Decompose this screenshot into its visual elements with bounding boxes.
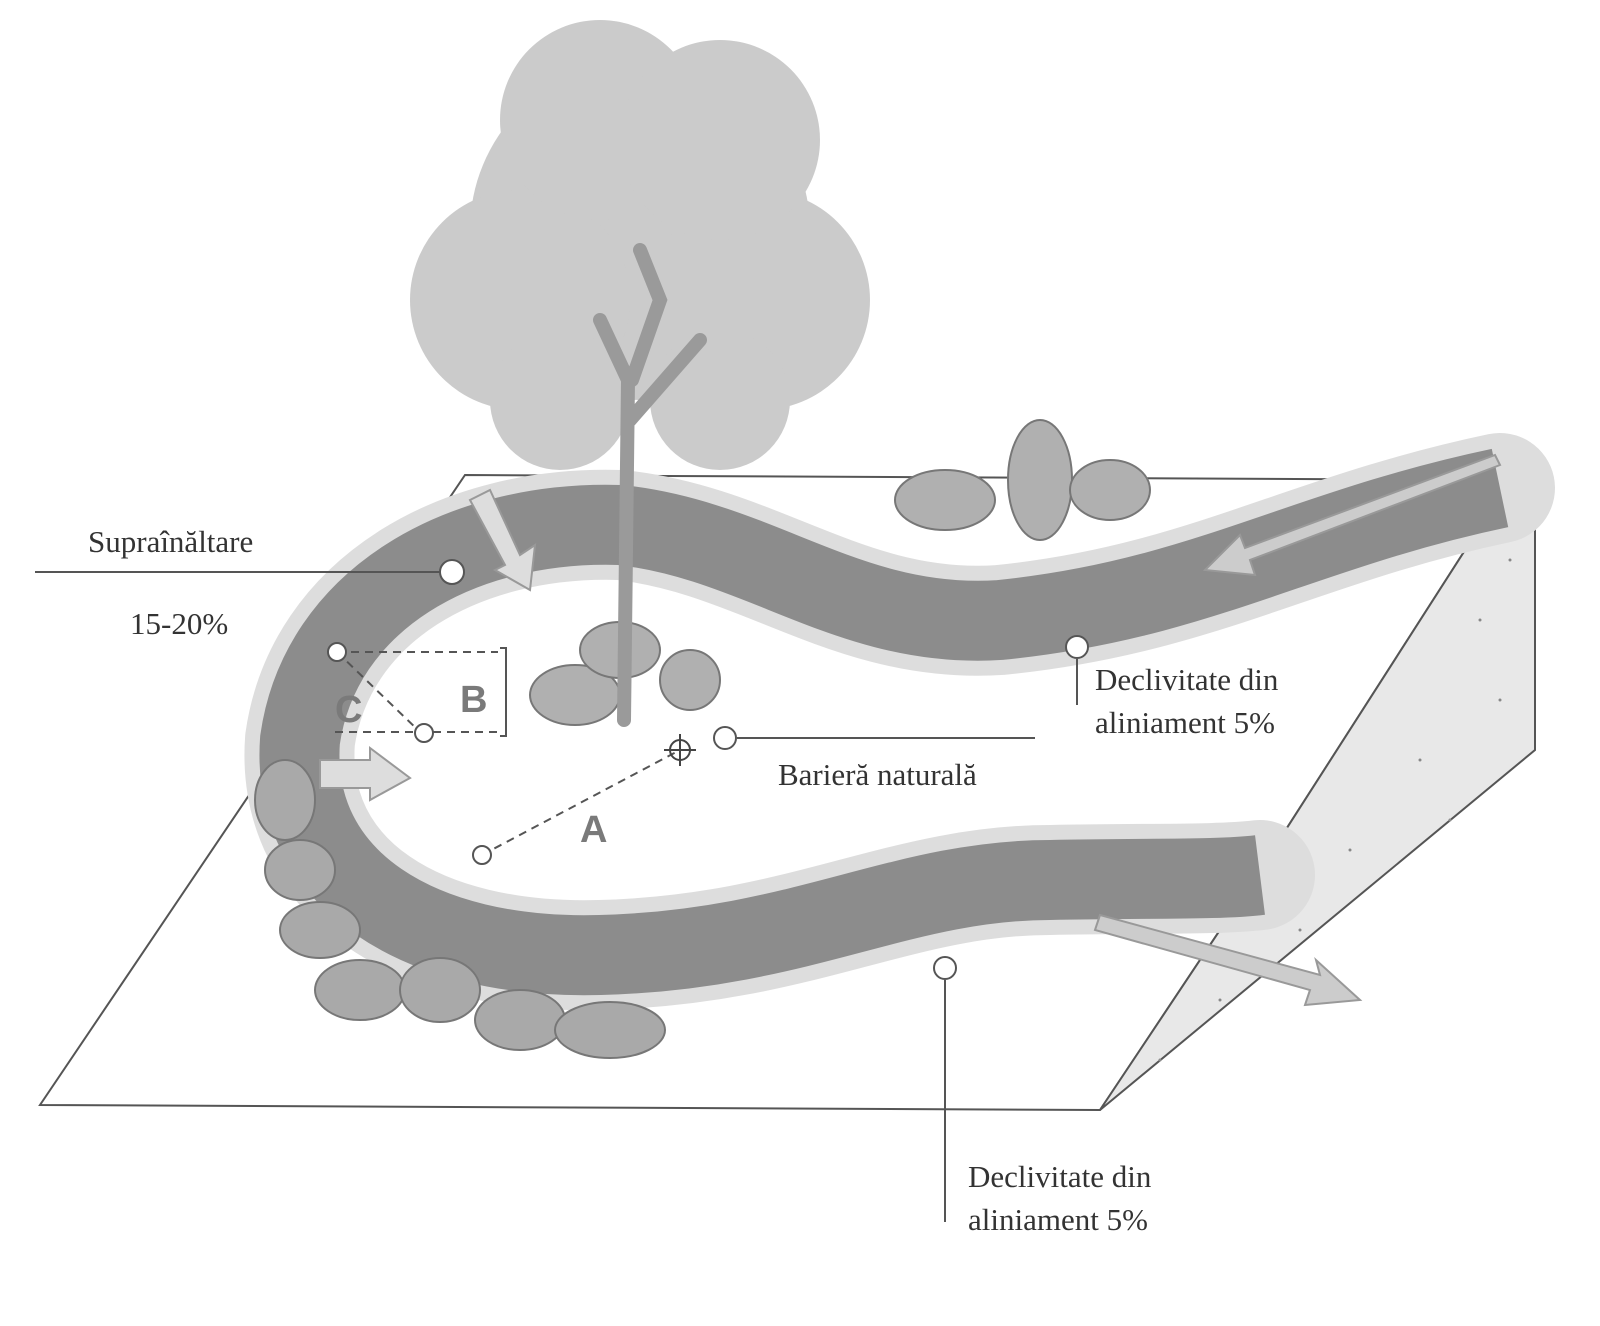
marker-c: C	[335, 689, 362, 731]
tree	[410, 20, 870, 727]
marker-b: B	[460, 679, 487, 721]
tree-trunk	[593, 243, 707, 727]
flow-arrows	[319, 453, 1502, 1007]
slope-bottom-line1: Declivitate din	[968, 1159, 1152, 1194]
callouts	[35, 559, 1089, 1222]
superelevation-value: 15-20%	[130, 606, 228, 641]
slope-top-line1: Declivitate din	[1095, 662, 1279, 697]
boulders	[529, 419, 1151, 726]
cliff-texture	[1158, 558, 1512, 1062]
marker-a: A	[580, 809, 607, 851]
superelevation-label: Supraînăltare	[88, 524, 253, 559]
rock-wall	[254, 759, 666, 1059]
slope-top-line2: aliniament 5%	[1095, 705, 1275, 740]
natural-barrier-label: Barieră naturală	[778, 757, 977, 792]
height-bracket	[500, 647, 507, 737]
geometry-markers	[335, 651, 681, 856]
slope-bottom-line2: aliniament 5%	[968, 1202, 1148, 1237]
crosshair-icon	[664, 734, 696, 766]
trail-path	[259, 448, 1509, 996]
